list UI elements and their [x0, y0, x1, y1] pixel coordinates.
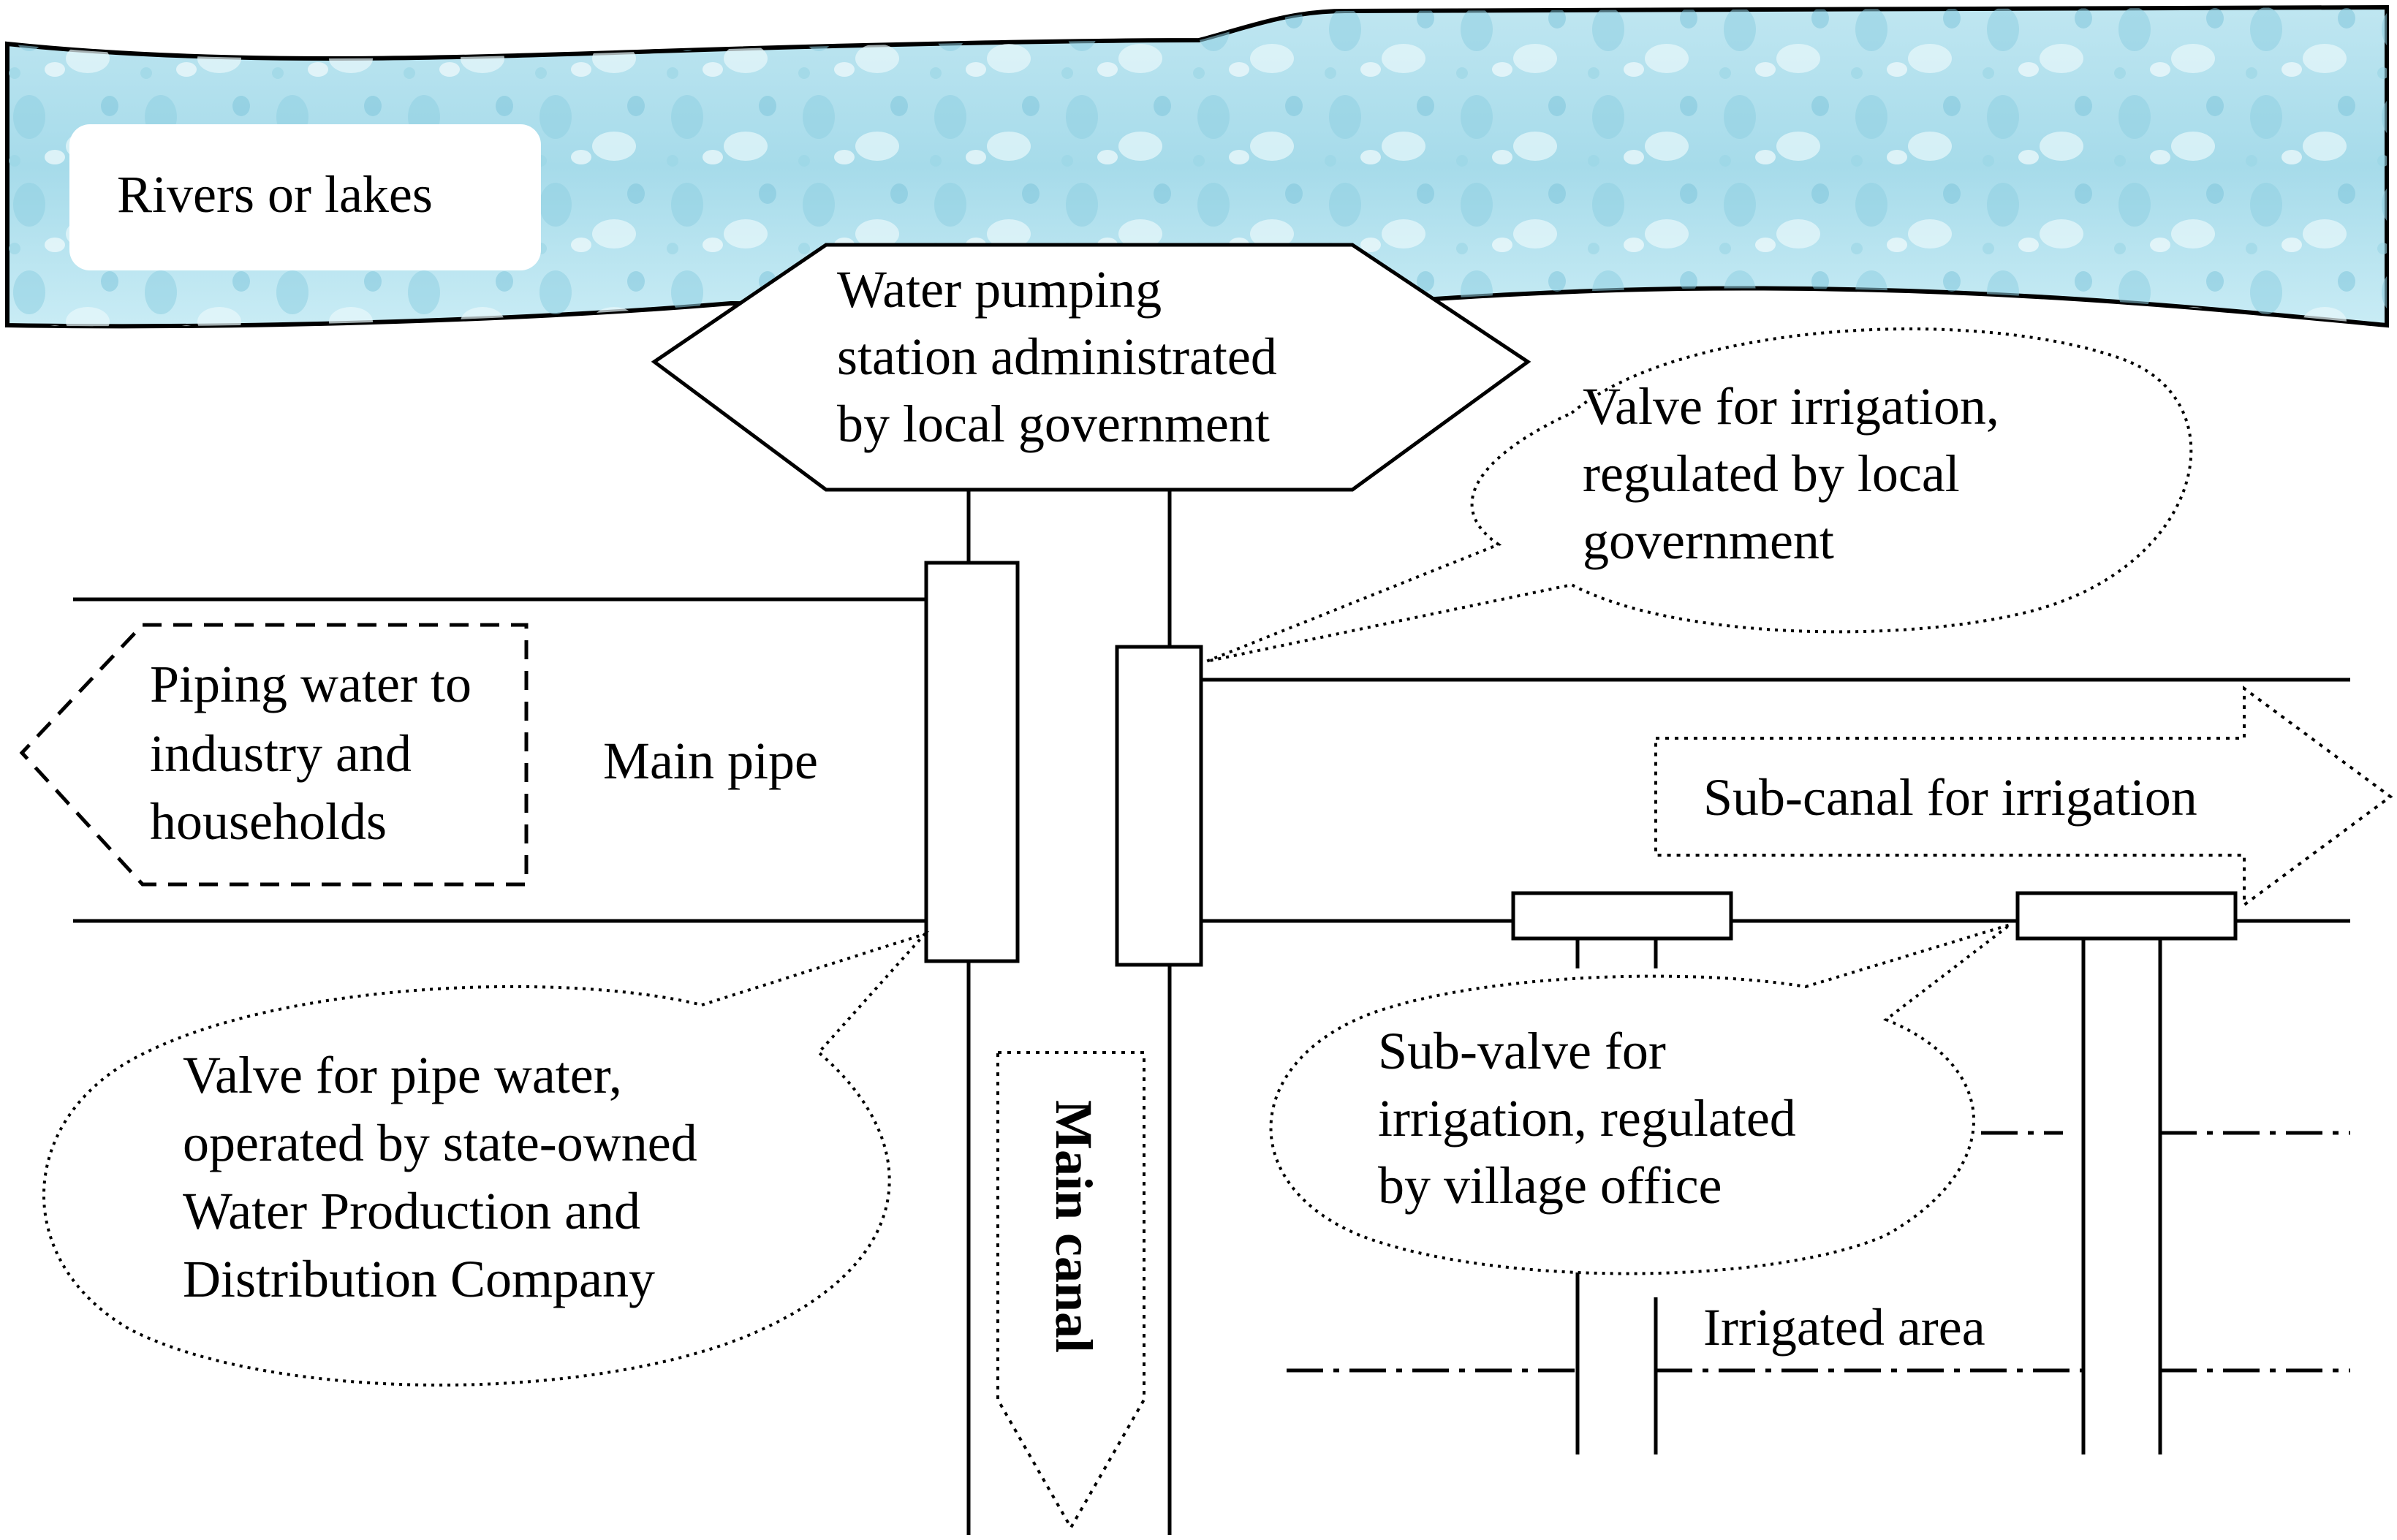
- irrigated-area-label: Irrigated area: [1703, 1298, 1985, 1357]
- station-outlet-lines: [966, 491, 1172, 647]
- pipe-callout-line-4: Distribution Company: [183, 1250, 655, 1308]
- pumping-station-line-1: Water pumping: [837, 260, 1162, 319]
- sub-valve-2[interactable]: [2015, 891, 2238, 941]
- pipe-callout-line-1: Valve for pipe water,: [183, 1046, 622, 1104]
- piping-water-arrow: Piping water to industry and households: [19, 623, 529, 887]
- water-body: [5, 4, 2389, 329]
- irrigation-valve-callout: Valve for irrigation, regulated by local…: [1205, 327, 2193, 663]
- pipe-water-valve[interactable]: [924, 561, 1020, 963]
- rivers-label-box: Rivers or lakes: [69, 124, 541, 270]
- rivers-label: Rivers or lakes: [117, 165, 433, 224]
- irrigation-valve[interactable]: [1115, 645, 1203, 967]
- sub-valve-callout-line-3: by village office: [1378, 1156, 1722, 1215]
- irrigation-callout-line-1: Valve for irrigation,: [1583, 377, 1999, 436]
- piping-line-3: households: [150, 792, 387, 851]
- pipe-callout-line-3: Water Production and: [183, 1182, 640, 1240]
- main-pipe: [73, 597, 926, 923]
- sub-canal-label: Sub-canal for irrigation: [1703, 768, 2197, 827]
- sub-valve-callout-line-1: Sub-valve for: [1378, 1022, 1666, 1080]
- irrigation-callout-line-2: regulated by local: [1583, 444, 1960, 503]
- pumping-station-line-2: station administrated: [837, 327, 1277, 386]
- field-boundaries: [1287, 1131, 2350, 1373]
- irrigation-callout-line-3: government: [1583, 512, 1834, 570]
- piping-line-2: industry and: [150, 724, 412, 783]
- main-pipe-label: Main pipe: [603, 732, 818, 790]
- main-canal-arrow: Main canal: [996, 1051, 1146, 1531]
- sub-canal-arrow: Sub-canal for irrigation: [1654, 686, 2393, 908]
- sub-valve-1[interactable]: [1511, 891, 1733, 941]
- pipe-callout-line-2: operated by state-owned: [183, 1114, 697, 1172]
- main-canal-label: Main canal: [1045, 1100, 1103, 1353]
- main-canal-lines: [966, 961, 1172, 1535]
- sub-valve-callout-line-2: irrigation, regulated: [1378, 1089, 1796, 1148]
- pumping-station-line-3: by local government: [837, 395, 1270, 453]
- pumping-station: Water pumping station administrated by l…: [651, 243, 1531, 492]
- pipe-valve-callout: Valve for pipe water, operated by state-…: [42, 930, 930, 1387]
- sub-valve-callout: Sub-valve for irrigation, regulated by v…: [1269, 923, 2012, 1275]
- water-texture: [7, 7, 2387, 327]
- sub-valve-channels: [1575, 938, 2162, 1454]
- piping-line-1: Piping water to: [150, 655, 472, 713]
